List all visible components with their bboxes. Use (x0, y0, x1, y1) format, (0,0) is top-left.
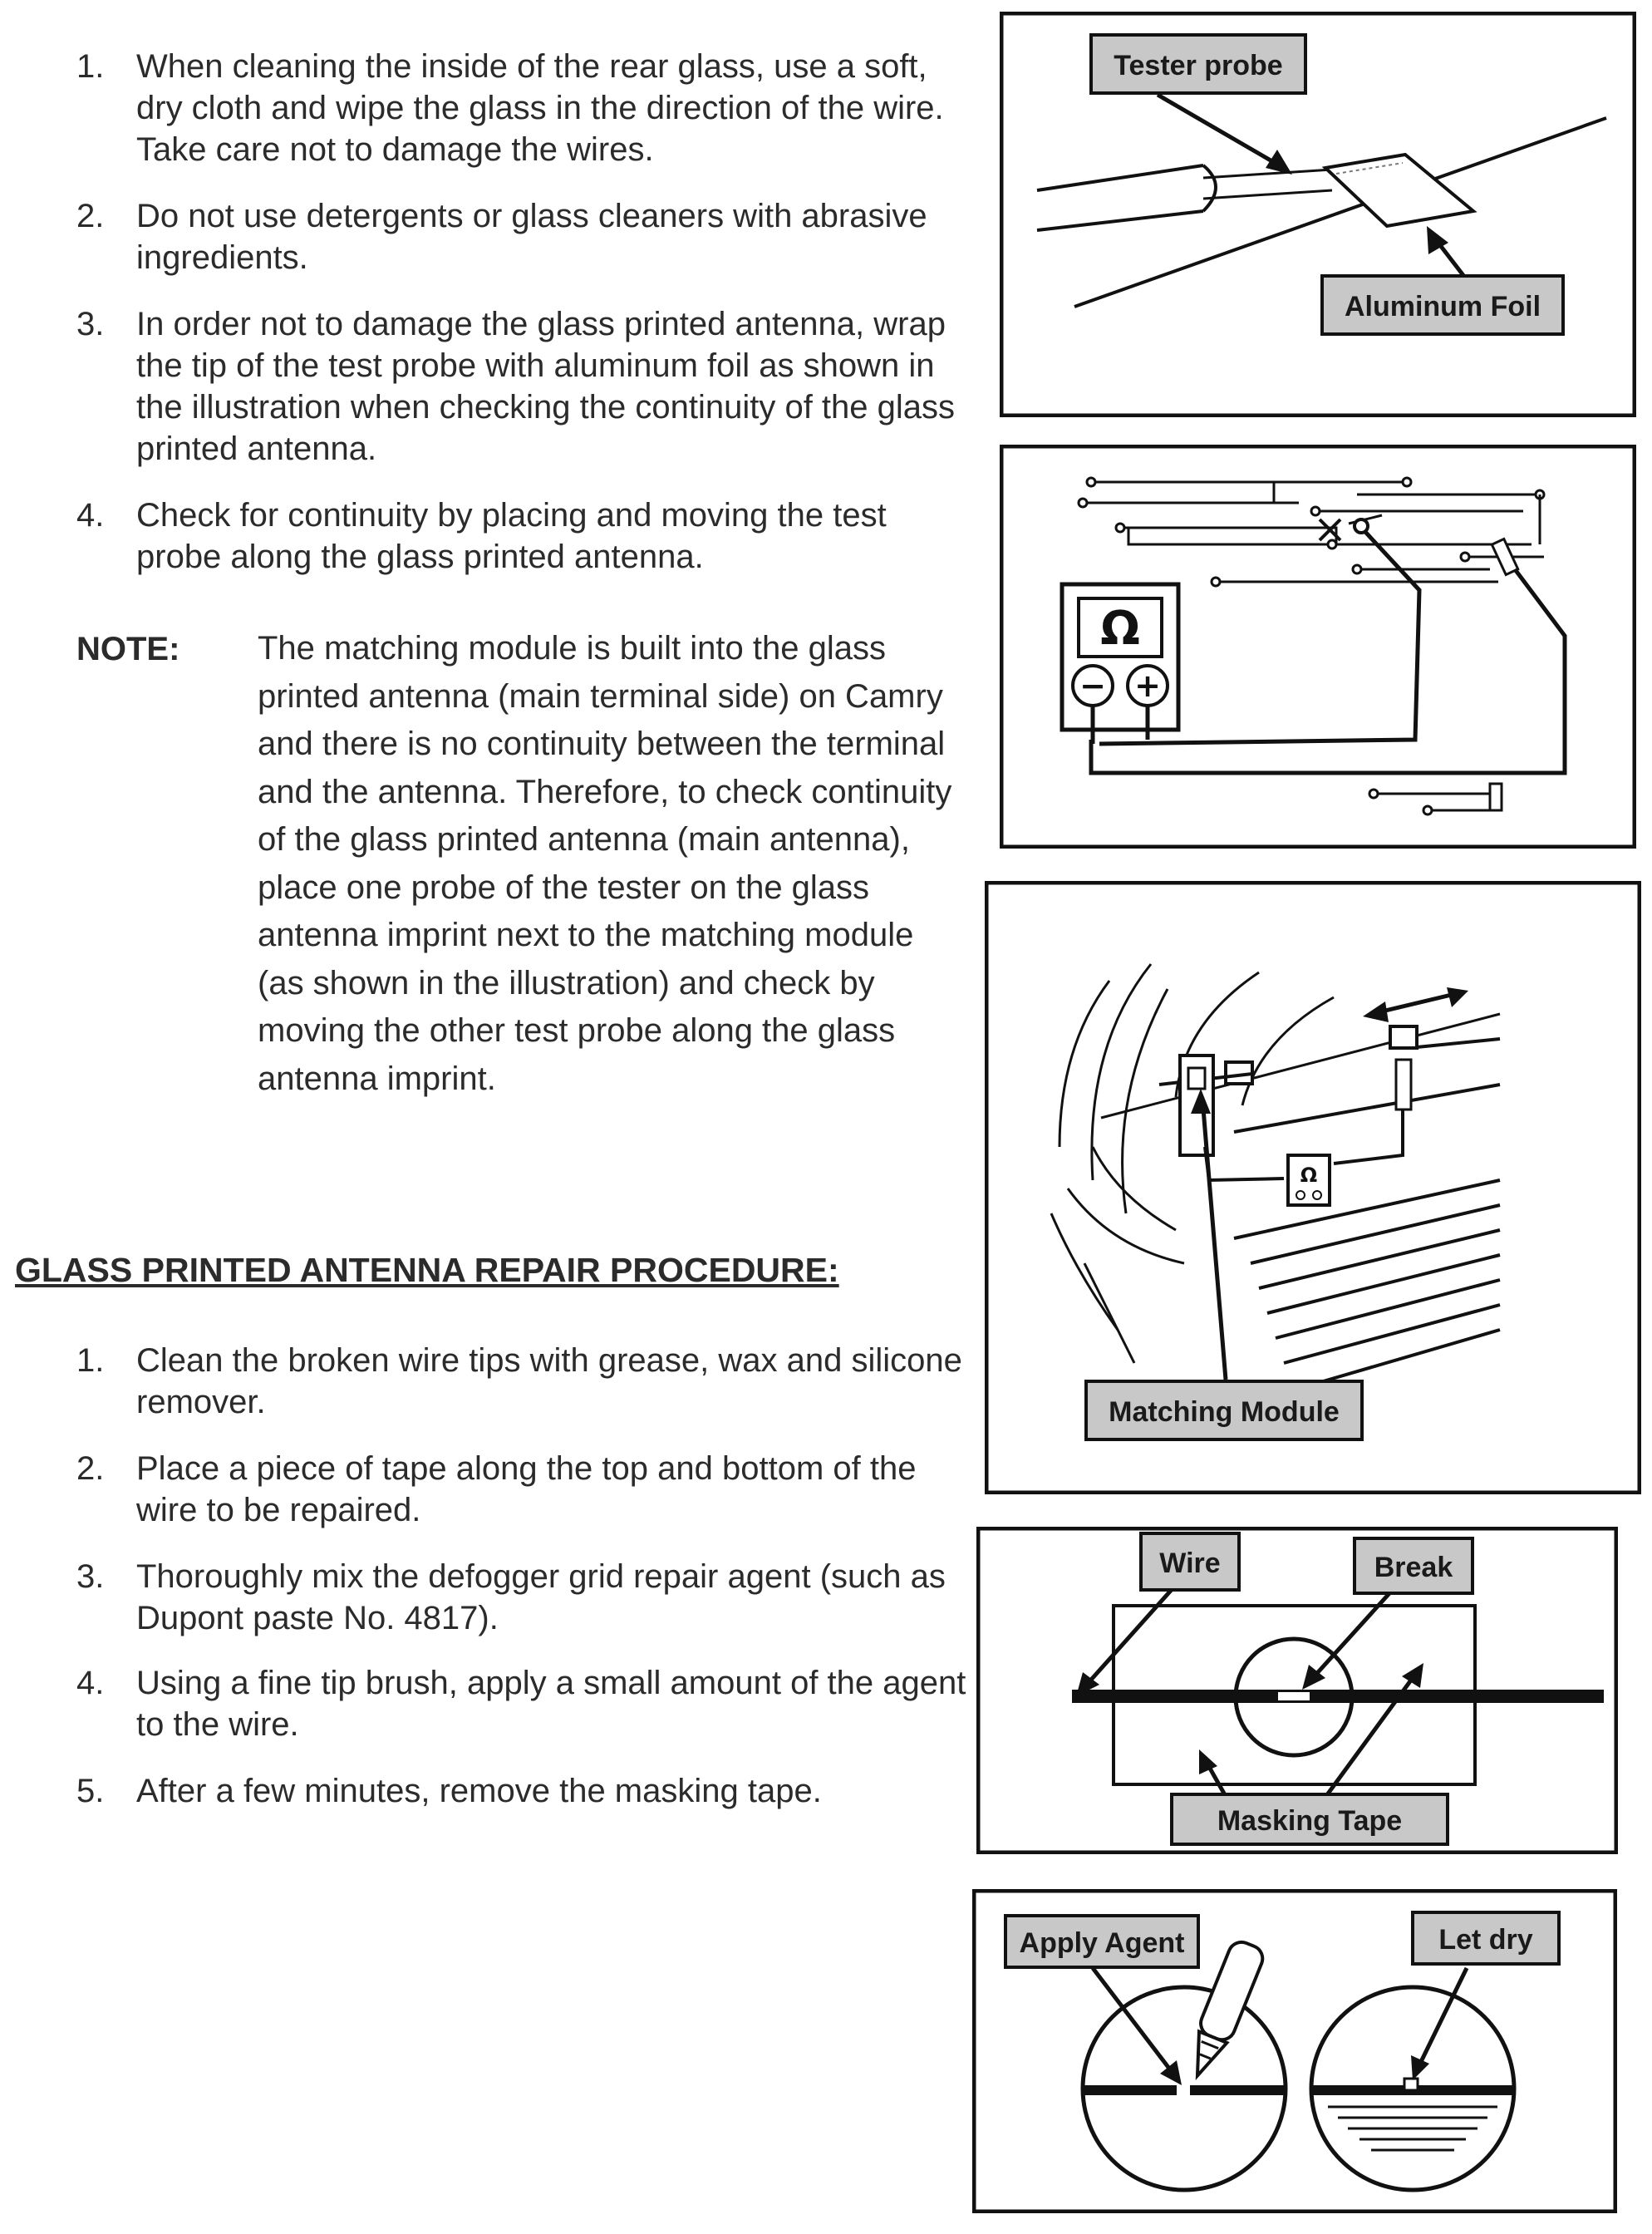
label-apply-agent: Apply Agent (1004, 1914, 1200, 1969)
item-number: 4. (76, 497, 105, 534)
figure-apply-agent: Apply Agent Let dry (972, 1889, 1617, 2213)
item-text: In order not to damage the glass printed… (136, 306, 956, 467)
step-text: After a few minutes, remove the masking … (136, 1773, 822, 1809)
item-text: Check for continuity by placing and movi… (136, 497, 887, 575)
step-number: 3. (76, 1558, 105, 1595)
step-text: Clean the broken wire tips with grease, … (136, 1342, 962, 1420)
step-number: 1. (76, 1342, 105, 1379)
plus-terminal: + (1134, 667, 1161, 704)
figure-ohmmeter: Ω − + (1000, 445, 1636, 849)
label-masking-tape: Masking Tape (1170, 1793, 1449, 1846)
minus-terminal: − (1079, 667, 1106, 704)
label-matching-module: Matching Module (1084, 1380, 1364, 1441)
step-text: Place a piece of tape along the top and … (136, 1450, 917, 1528)
item-number: 3. (76, 306, 105, 342)
label-let-dry: Let dry (1411, 1911, 1561, 1966)
step-number: 5. (76, 1773, 105, 1809)
label-break: Break (1353, 1537, 1474, 1595)
svg-text:Aluminum Foil: Aluminum Foil (1345, 291, 1541, 322)
svg-text:Tester probe: Tester probe (1114, 50, 1282, 81)
section-heading: GLASS PRINTED ANTENNA REPAIR PROCEDURE: (15, 1251, 839, 1289)
item-number: 1. (76, 48, 105, 85)
svg-text:Apply Agent: Apply Agent (1020, 1927, 1185, 1959)
note-text: The matching module is built into the gl… (258, 630, 952, 1097)
figure-tester-probe: Tester probe Aluminum Foil (1000, 12, 1636, 417)
item-text: Do not use detergents or glass cleaners … (136, 198, 927, 276)
step-text: Using a fine tip brush, apply a small am… (136, 1665, 966, 1743)
label-tester-probe: Tester probe (1089, 33, 1307, 95)
step-number: 4. (76, 1665, 105, 1701)
label-aluminum-foil: Aluminum Foil (1320, 274, 1565, 336)
figure-masking-tape: Wire Break Masking Tape (976, 1527, 1618, 1854)
svg-text:Break: Break (1374, 1552, 1453, 1583)
svg-text:Masking Tape: Masking Tape (1217, 1805, 1402, 1837)
ohm-symbol-small: Ω (1300, 1164, 1317, 1187)
note-label: NOTE: (76, 631, 180, 667)
step-text: Thoroughly mix the defogger grid repair … (136, 1558, 946, 1636)
figure-matching-module: Ω Matching Module (985, 881, 1641, 1494)
ohm-symbol: Ω (1100, 602, 1140, 656)
svg-text:Matching Module: Matching Module (1109, 1396, 1340, 1428)
svg-text:Wire: Wire (1159, 1548, 1220, 1579)
item-number: 2. (76, 198, 105, 234)
item-text: When cleaning the inside of the rear gla… (136, 48, 944, 168)
svg-text:Let dry: Let dry (1438, 1924, 1532, 1956)
step-number: 2. (76, 1450, 105, 1487)
label-wire: Wire (1139, 1532, 1241, 1592)
